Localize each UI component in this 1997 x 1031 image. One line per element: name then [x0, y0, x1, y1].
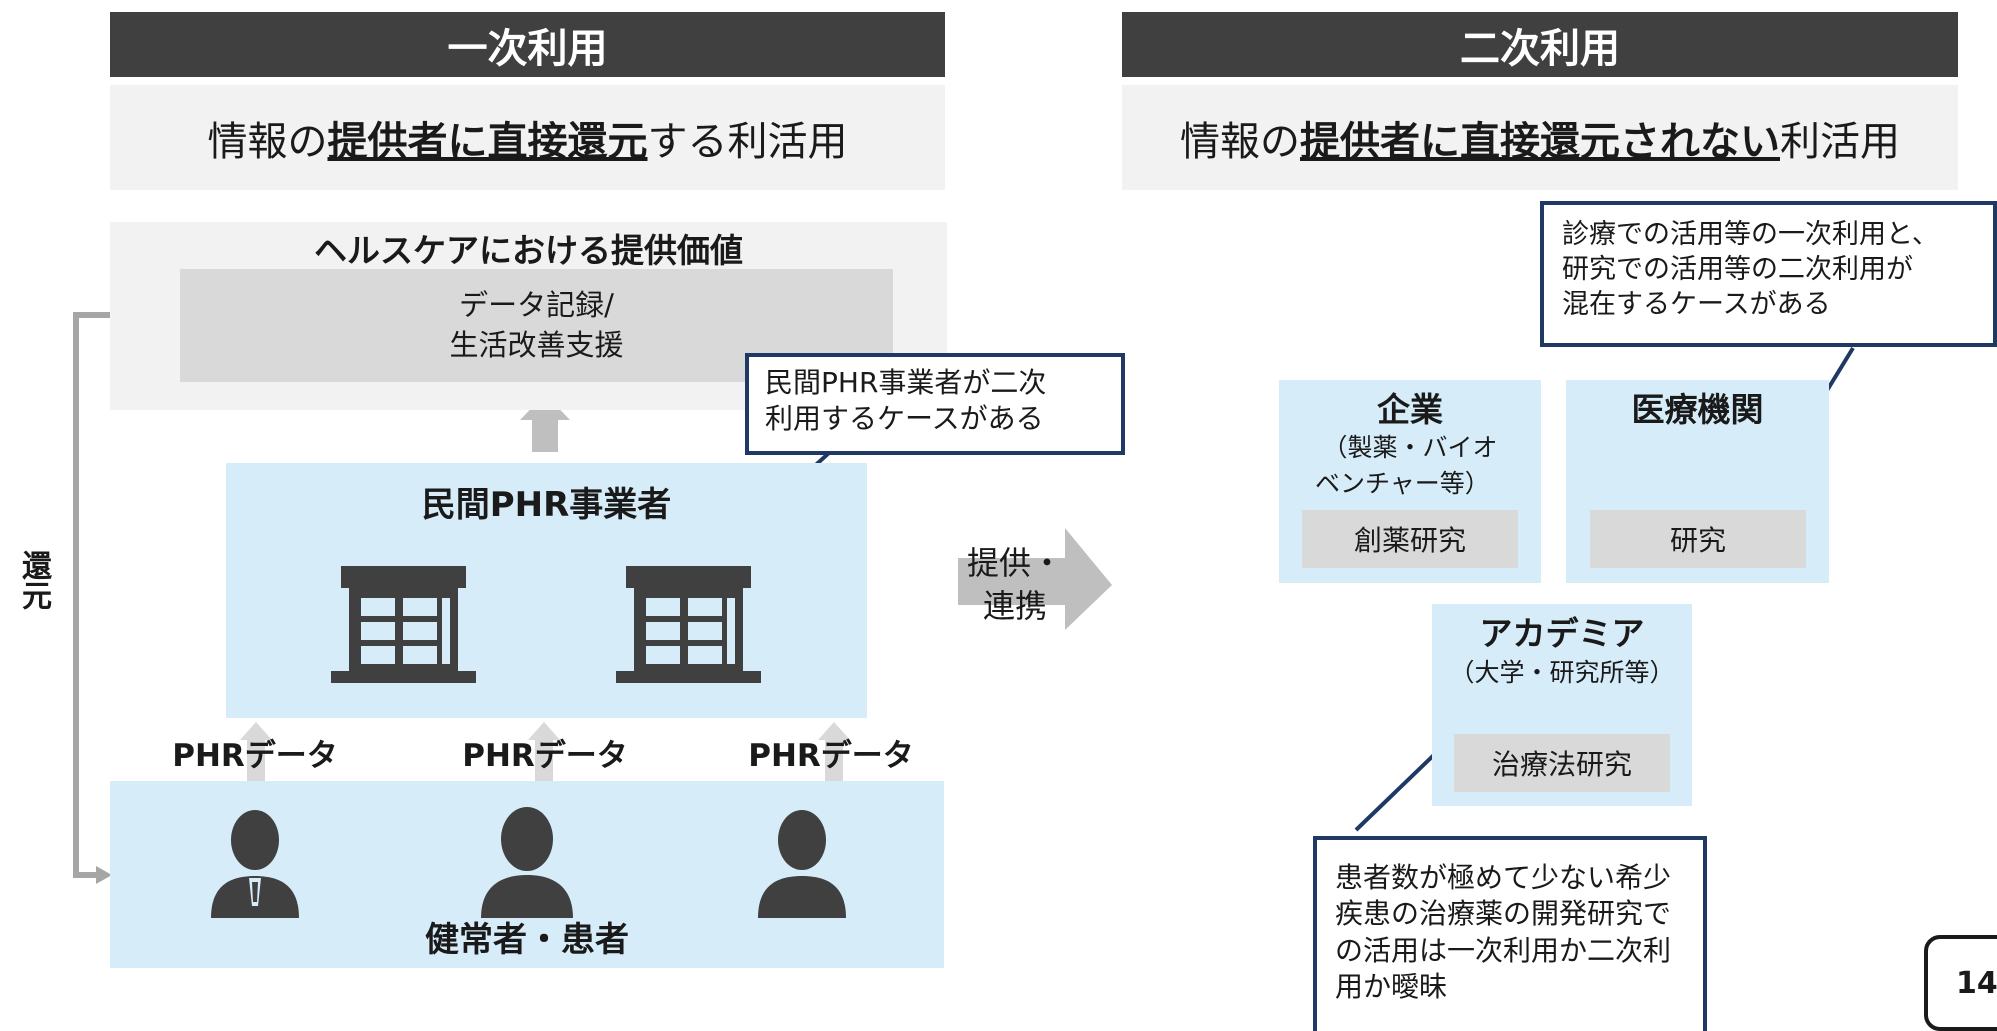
primary-subtitle-pre: 情報の	[207, 118, 328, 165]
primary-header: 一次利用	[110, 12, 945, 77]
primary-subtitle-post: する利活用	[647, 118, 848, 165]
callout-line-1: 民間PHR事業者が二次	[765, 366, 1047, 399]
mixed-callout-line-3: 混在するケースがある	[1562, 289, 1831, 321]
secondary-header: 二次利用	[1122, 12, 1958, 77]
return-arrowhead	[96, 866, 112, 884]
secondary-header-text: 二次利用	[1460, 25, 1620, 72]
academia-box: アカデミア （大学・研究所等） 治療法研究	[1432, 604, 1692, 806]
up-arrow-icon	[818, 722, 850, 785]
mixed-callout-line-2: 研究での活用等の二次利用が	[1562, 254, 1913, 286]
right-arrow-icon	[958, 528, 1112, 630]
mixed-callout-line-1: 診療での活用等の一次利用と、	[1562, 219, 1939, 250]
company-sub-2: ベンチャー等）	[1315, 469, 1490, 498]
person-icon	[481, 807, 573, 918]
phr-data-label-1: PHRデータ	[172, 738, 338, 774]
academia-title: アカデミア	[1479, 613, 1645, 653]
people-label: 健常者・患者	[425, 919, 629, 960]
page-number-text: 14	[1956, 965, 1997, 1001]
phr-operator-title: 民間PHR事業者	[421, 484, 672, 525]
value-line-1: データ記録/	[459, 288, 614, 323]
return-bracket-line	[73, 312, 110, 878]
primary-subtitle-emph: 提供者に直接還元	[327, 118, 648, 165]
rare-disease-callout: 患者数が極めて少ない希少 疾患の治療薬の開発研究で の活用は一次利用か二次利 用…	[1313, 836, 1707, 1031]
people-panel: 健常者・患者	[110, 781, 944, 968]
up-arrow-icon	[240, 722, 272, 785]
up-arrow-icon	[528, 722, 560, 785]
phr-secondary-use-callout: 民間PHR事業者が二次 利用するケースがある	[745, 353, 1125, 455]
mixed-use-callout: 診療での活用等の一次利用と、 研究での活用等の二次利用が 混在するケースがある	[1540, 201, 1997, 347]
person-icon	[758, 810, 846, 918]
callout-pointer-line	[1354, 750, 1439, 832]
phr-data-label-3: PHRデータ	[748, 738, 914, 774]
value-title: ヘルスケアにおける提供価値	[314, 231, 743, 270]
hospital-box: 医療機関 研究	[1566, 380, 1829, 583]
rare-callout-line-1: 患者数が極めて少ない希少	[1335, 861, 1672, 894]
academia-sub: （大学・研究所等）	[1449, 658, 1675, 687]
phr-data-label-2: PHRデータ	[462, 738, 628, 774]
secondary-subtitle: 情報の提供者に直接還元されない利活用	[1122, 85, 1958, 190]
secondary-subtitle-post: 利活用	[1780, 118, 1900, 165]
provide-arrow-line-1: 提供・	[966, 543, 1063, 582]
callout-line-2: 利用するケースがある	[765, 402, 1044, 436]
return-label: 還元	[16, 550, 51, 610]
value-line-2: 生活改善支援	[449, 327, 624, 362]
secondary-subtitle-emph: 提供者に直接還元されない	[1300, 118, 1780, 165]
building-icon	[331, 566, 476, 683]
rare-callout-line-3: の活用は一次利用か二次利	[1335, 933, 1672, 967]
company-sub-1: （製薬・バイオ	[1322, 433, 1498, 462]
secondary-subtitle-pre: 情報の	[1180, 118, 1300, 165]
person-icon	[211, 810, 299, 918]
rare-callout-line-4: 用か曖昧	[1335, 970, 1448, 1004]
building-icon	[616, 566, 761, 683]
phr-operator-panel: 民間PHR事業者	[226, 463, 867, 718]
hospital-title: 医療機関	[1631, 389, 1764, 429]
provide-arrow-label: 提供・ 連携	[960, 535, 1070, 635]
company-box: 企業 （製薬・バイオ ベンチャー等） 創薬研究	[1279, 380, 1541, 583]
rare-callout-line-2: 疾患の治療薬の開発研究で	[1335, 897, 1672, 931]
primary-header-text: 一次利用	[447, 25, 608, 72]
company-tag: 創薬研究	[1302, 510, 1518, 568]
provide-arrow-line-2: 連携	[982, 587, 1047, 625]
academia-tag: 治療法研究	[1454, 734, 1670, 792]
company-title: 企業	[1377, 389, 1443, 429]
page-number: 14	[1924, 935, 1997, 1031]
primary-subtitle: 情報の提供者に直接還元する利活用	[110, 85, 945, 190]
hospital-tag: 研究	[1590, 510, 1806, 568]
